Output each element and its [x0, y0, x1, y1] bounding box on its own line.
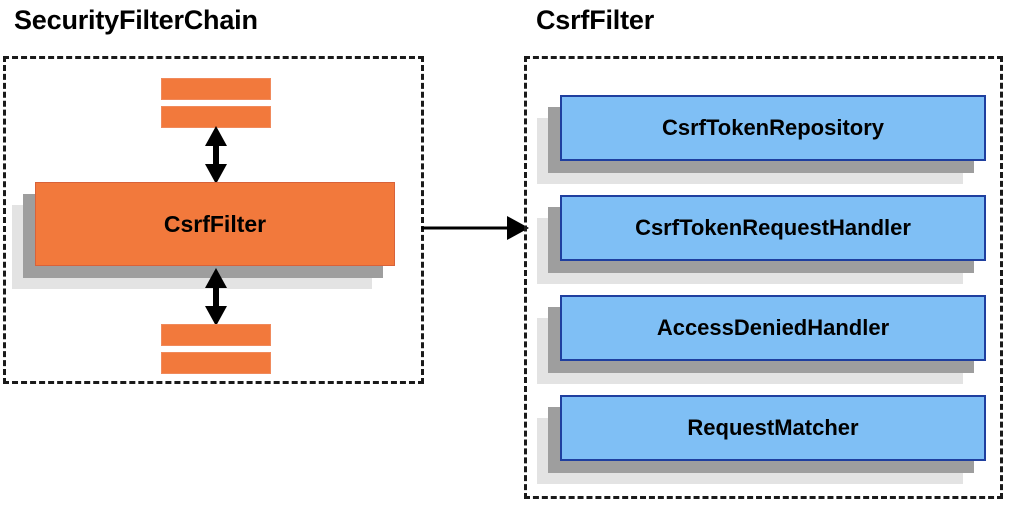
component-box-label: RequestMatcher [560, 395, 986, 461]
filter-placeholder-bar-top-1 [161, 78, 271, 100]
filter-placeholder-bar-bottom-2 [161, 352, 271, 374]
double-arrow-below-icon [205, 268, 227, 326]
csrf-filter-box: CsrfFilter [12, 182, 395, 289]
panel-title-csrf-filter: CsrfFilter [536, 5, 655, 35]
component-box-csrf-token-request-handler: CsrfTokenRequestHandler [537, 195, 986, 284]
component-box-access-denied-handler: AccessDeniedHandler [537, 295, 986, 384]
component-box-request-matcher: RequestMatcher [537, 395, 986, 484]
cross-panel-arrow-icon [421, 216, 529, 240]
double-arrow-above-icon [205, 126, 227, 184]
component-box-label: AccessDeniedHandler [560, 295, 986, 361]
csrf-filter-box-label: CsrfFilter [35, 182, 395, 266]
filter-placeholder-bar-top-2 [161, 106, 271, 128]
panel-title-security-filter-chain: SecurityFilterChain [14, 5, 258, 35]
filter-placeholder-bar-bottom-1 [161, 324, 271, 346]
component-box-label: CsrfTokenRepository [560, 95, 986, 161]
component-box-csrf-token-repository: CsrfTokenRepository [537, 95, 986, 184]
panel-csrf-filter [524, 56, 1003, 499]
component-box-label: CsrfTokenRequestHandler [560, 195, 986, 261]
panel-security-filter-chain [3, 56, 424, 384]
